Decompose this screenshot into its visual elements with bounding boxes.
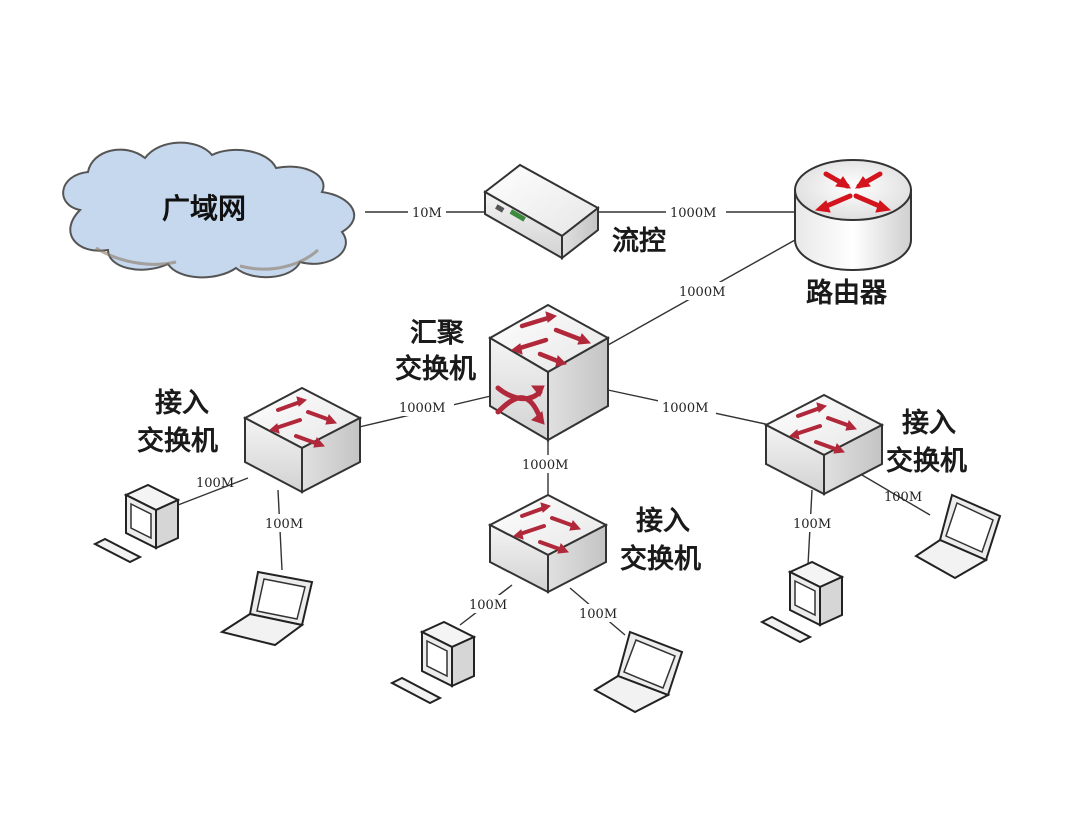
speed-mid-laptop: 100M <box>579 607 617 622</box>
access-switch-left-label-line2: 交换机 <box>137 425 218 457</box>
speed-labels: 10M 1000M 1000M 1000M 1000M 1000M 100M 1… <box>196 203 922 622</box>
speed-right-laptop: 100M <box>884 490 922 505</box>
wan-label: 广域网 <box>162 192 246 225</box>
speed-core-right: 1000M <box>662 401 708 416</box>
link-right-laptop <box>861 474 931 516</box>
speed-flow-router: 1000M <box>670 206 716 221</box>
core-switch-label-line1: 汇聚 <box>410 318 465 349</box>
wan-cloud: 广域网 <box>62 141 355 279</box>
laptop-icon <box>914 493 1002 580</box>
link-left-pc <box>177 477 249 506</box>
router-device: 路由器 <box>794 159 912 309</box>
access-switch-middle-label-line2: 交换机 <box>620 543 701 575</box>
speed-mid-pc: 100M <box>469 598 507 613</box>
access-switch-icon <box>242 386 363 494</box>
access-switch-icon <box>487 493 609 594</box>
access-switch-icon <box>763 393 885 496</box>
access-switch-middle-device: 接入 交换机 <box>487 493 701 594</box>
flow-control-label: 流控 <box>612 226 666 257</box>
laptop-middle <box>593 630 684 714</box>
laptop-icon <box>593 630 684 714</box>
router-icon <box>794 159 912 271</box>
speed-left-pc: 100M <box>196 476 234 491</box>
access-switch-right-label-line1: 接入 <box>902 408 956 439</box>
core-switch-icon <box>488 303 611 442</box>
core-switch-device: 汇聚 交换机 <box>395 303 611 442</box>
desktop-pc-icon <box>92 483 181 564</box>
access-switch-left-label-line1: 接入 <box>155 388 209 419</box>
speed-core-mid: 1000M <box>522 458 568 473</box>
speed-core-left: 1000M <box>399 401 445 416</box>
speed-router-core: 1000M <box>679 285 725 300</box>
desktop-pc-left <box>92 483 181 564</box>
speed-left-laptop: 100M <box>265 517 303 532</box>
laptop-right <box>914 493 1002 580</box>
access-switch-left-device: 接入 交换机 <box>137 386 363 494</box>
laptop-icon <box>219 570 314 647</box>
access-switch-middle-label-line1: 接入 <box>636 506 690 537</box>
router-label: 路由器 <box>806 277 888 309</box>
access-switch-right-label-line2: 交换机 <box>886 445 967 477</box>
core-switch-label-line2: 交换机 <box>395 353 476 385</box>
desktop-pc-icon <box>389 620 477 705</box>
flow-control-device: 流控 <box>483 163 666 261</box>
cloud-icon <box>62 141 355 279</box>
laptop-left <box>219 570 314 647</box>
desktop-pc-middle <box>389 620 477 705</box>
speed-wan-flow: 10M <box>412 206 442 221</box>
desktop-pc-right <box>759 560 845 644</box>
flow-control-icon <box>483 163 600 261</box>
access-switch-right-device: 接入 交换机 <box>763 393 967 496</box>
speed-right-pc: 100M <box>793 517 831 532</box>
desktop-pc-icon <box>759 560 845 644</box>
